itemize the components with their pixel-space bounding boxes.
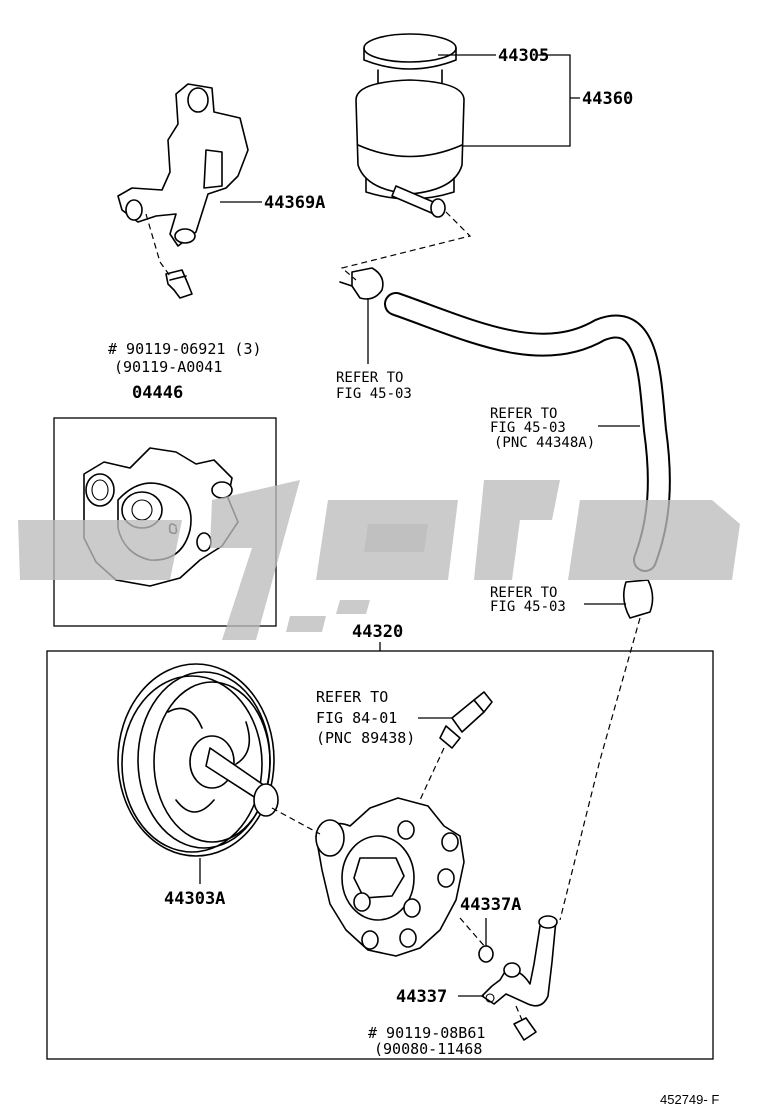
pump-pulley[interactable] bbox=[117, 663, 279, 857]
label-union-bolt-alt-code: (90080-11468 bbox=[374, 1040, 482, 1058]
figure-code: 452749- F bbox=[660, 1092, 719, 1107]
label-pulley: 44303A bbox=[164, 889, 225, 909]
label-hose-ref-3: (PNC 44348A) bbox=[494, 435, 595, 451]
label-oring: 44337A bbox=[460, 895, 521, 915]
leader-lines bbox=[199, 54, 640, 997]
label-union-bolt-code: # 90119-08B61 bbox=[368, 1024, 485, 1042]
pump-bracket[interactable] bbox=[117, 83, 249, 247]
label-kit: 04446 bbox=[132, 383, 183, 403]
label-sensor-ref-2: FIG 84-01 bbox=[316, 709, 397, 727]
label-hose-ref-2: FIG 45-03 bbox=[490, 420, 566, 436]
pressure-sensor[interactable] bbox=[439, 691, 493, 749]
label-reservoir-cap: 44305 bbox=[498, 46, 549, 66]
bracket-bolt[interactable] bbox=[165, 269, 193, 299]
label-lower-clamp-ref-1: REFER TO bbox=[490, 585, 557, 601]
label-hose-ref-1: REFER TO bbox=[490, 406, 557, 422]
hose-clamp-upper[interactable] bbox=[339, 267, 384, 300]
label-clamp-ref-1: REFER TO bbox=[336, 370, 403, 386]
label-union: 44337 bbox=[396, 987, 447, 1007]
reservoir-hose[interactable] bbox=[384, 292, 671, 572]
union-oring[interactable] bbox=[478, 945, 494, 963]
pump-body[interactable] bbox=[315, 797, 465, 957]
watermark-logo bbox=[18, 480, 740, 640]
label-bracket: 44369A bbox=[264, 193, 325, 213]
label-sensor-ref-3: (PNC 89438) bbox=[316, 729, 415, 747]
label-sensor-ref-1: REFER TO bbox=[316, 688, 388, 706]
label-clamp-ref-2: FIG 45-03 bbox=[336, 386, 412, 402]
label-bolt-code: # 90119-06921 (3) bbox=[108, 340, 262, 358]
label-bolt-alt-code: (90119-A0041 bbox=[114, 358, 222, 376]
label-pump-assy: 44320 bbox=[352, 622, 403, 642]
label-reservoir-assy: 44360 bbox=[582, 89, 633, 109]
reservoir-tank[interactable] bbox=[355, 33, 465, 218]
connector-lines bbox=[145, 211, 641, 1021]
pump-union[interactable] bbox=[481, 915, 558, 1007]
hose-clamp-lower[interactable] bbox=[622, 579, 654, 619]
union-bolt[interactable] bbox=[513, 1017, 537, 1041]
label-lower-clamp-ref-2: FIG 45-03 bbox=[490, 599, 566, 615]
